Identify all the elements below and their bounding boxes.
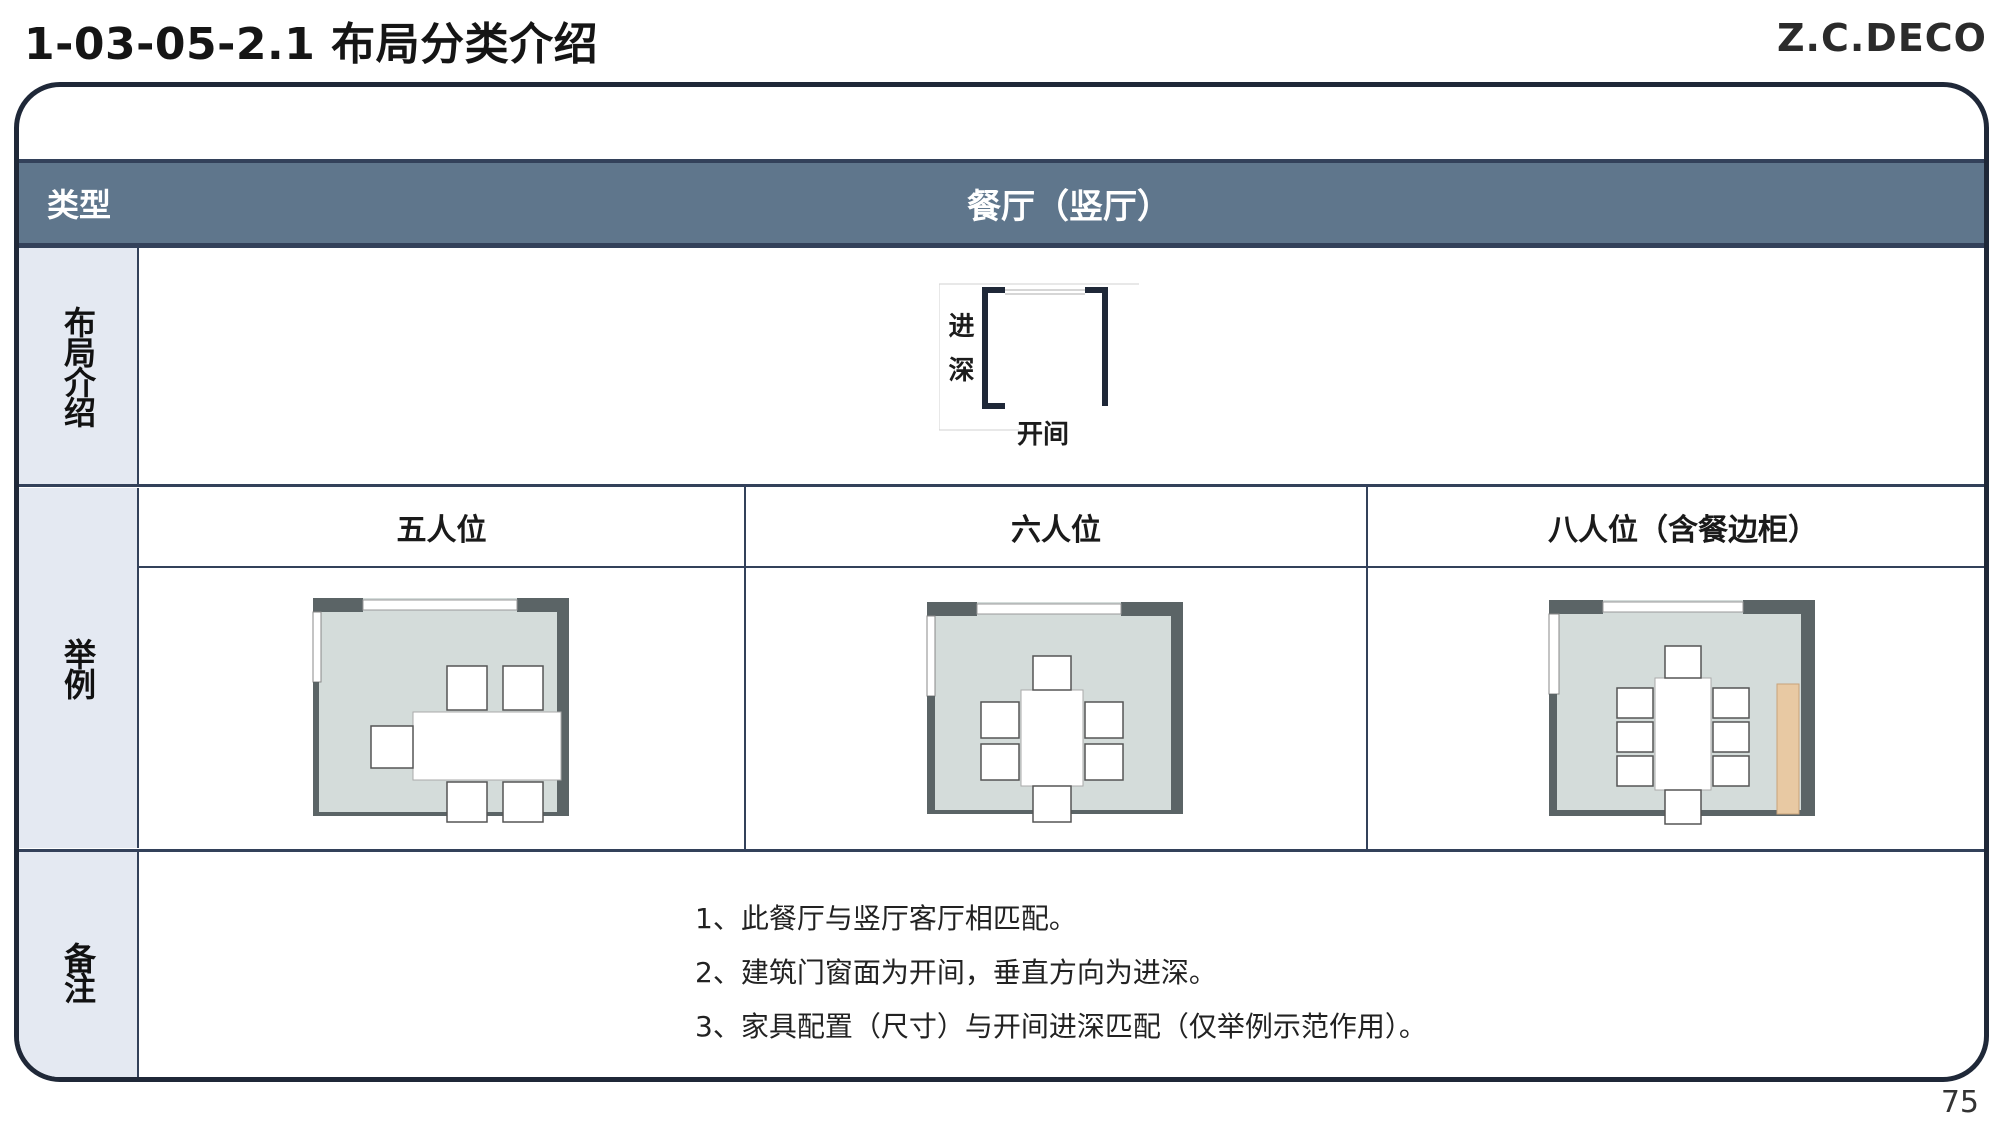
floorplan-eight-seat <box>1368 568 1984 848</box>
note-item: 1、此餐厅与竖厅客厅相匹配。 <box>695 902 1077 935</box>
layout-intro-label: 布局介绍 <box>19 247 139 484</box>
note-item: 3、家具配置（尺寸）与开间进深匹配（仅举例示范作用）。 <box>695 1010 1427 1043</box>
example-header-six: 六人位 <box>1011 513 1101 548</box>
divider <box>19 849 1984 852</box>
example-header-eight: 八人位（含餐边柜） <box>1548 513 1818 548</box>
page-title: 1-03-05-2.1 布局分类介绍 <box>24 19 599 70</box>
brand-logo: Z.C.DECO <box>1776 16 1987 60</box>
type-label: 类型 <box>19 163 139 243</box>
divider <box>139 566 1984 568</box>
divider <box>19 243 1984 248</box>
layout-diagram: 进深 开间 <box>938 282 1159 452</box>
floorplan-five-seat <box>139 568 744 848</box>
type-value: 餐厅（竖厅） <box>139 163 1984 243</box>
width-label: 开间 <box>1017 420 1070 450</box>
note-item: 2、建筑门窗面为开间，垂直方向为进深。 <box>695 956 1217 989</box>
page-number: 75 <box>1940 1085 1979 1120</box>
divider <box>744 487 746 849</box>
divider <box>19 159 1984 163</box>
example-header-five: 五人位 <box>396 513 487 548</box>
divider <box>1366 487 1368 849</box>
divider <box>19 484 1984 487</box>
example-label: 举例 <box>19 488 139 848</box>
notes-label: 备注 <box>19 852 139 1077</box>
floorplan-six-seat <box>746 568 1366 848</box>
notes-list: 1、此餐厅与竖厅客厅相匹配。 2、建筑门窗面为开间，垂直方向为进深。 3、家具配… <box>695 892 1427 1054</box>
depth-label: 进深 <box>944 312 974 400</box>
layout-table: 类型 餐厅（竖厅） 布局介绍 举例 备注 进深 开间 五人位 六人位 八人位（含… <box>14 82 1989 1082</box>
